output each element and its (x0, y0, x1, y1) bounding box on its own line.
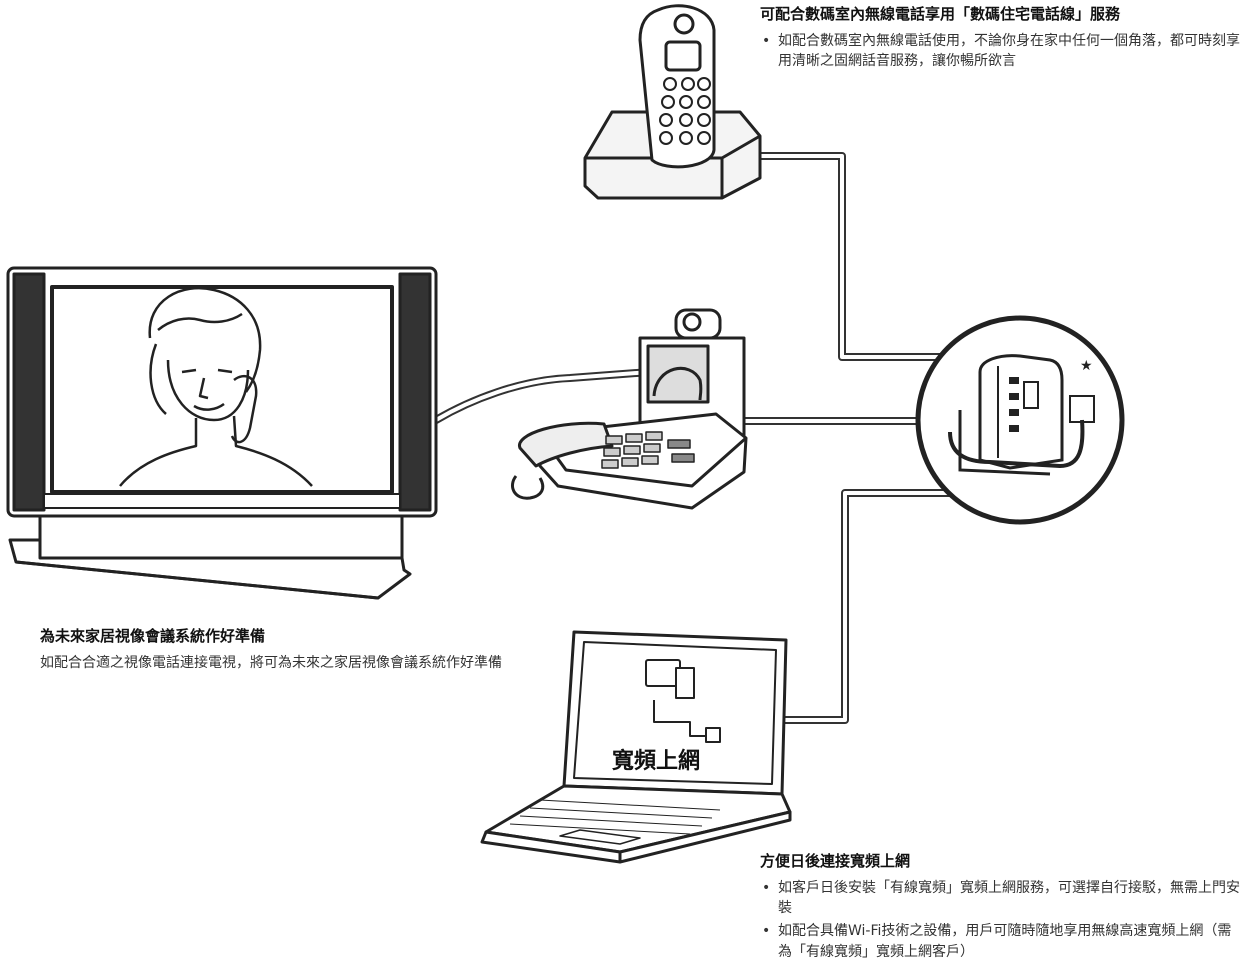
list-item: 如客戶日後安裝「有線寬頻」寬頻上網服務，可選擇自行接駁，無需上門安裝 (760, 878, 1240, 919)
cordless-phone-caption-title: 可配合數碼室內無線電話享用「數碼住宅電話線」服務 (760, 5, 1121, 23)
laptop-caption-list: 如客戶日後安裝「有線寬頻」寬頻上網服務，可選擇自行接駁，無需上門安裝 如配合具備… (760, 878, 1240, 962)
laptop-screen-label: 寬頻上網 (612, 748, 700, 774)
tv-caption-title: 為未來家居視像會議系統作好準備 (40, 627, 266, 645)
modem-inset: ★ (915, 315, 1125, 525)
list-item: 如配合數碼室內無線電話使用，不論你身在家中任何一個角落，都可時刻享用清晰之固網話… (760, 31, 1240, 72)
laptop-screen-network-icon (645, 659, 721, 743)
cordless-phone-caption-list: 如配合數碼室內無線電話使用，不論你身在家中任何一個角落，都可時刻享用清晰之固網話… (760, 31, 1240, 72)
tv-caption: 為未來家居視像會議系統作好準備 如配合合適之視像電話連接電視，將可為未來之家居視… (40, 626, 530, 673)
cordless-phone-illustration (583, 4, 762, 200)
laptop-illustration: 寬頻上網 (480, 630, 792, 864)
cordless-phone-caption: 可配合數碼室內無線電話享用「數碼住宅電話線」服務 如配合數碼室內無線電話使用，不… (760, 4, 1240, 74)
connection-cables (432, 152, 954, 724)
tv-caption-body: 如配合合適之視像電話連接電視，將可為未來之家居視像會議系統作好準備 (40, 654, 502, 671)
laptop-caption: 方便日後連接寬頻上網 如客戶日後安裝「有線寬頻」寬頻上網服務，可選擇自行接駁，無… (760, 851, 1240, 965)
person-on-screen (119, 286, 313, 487)
video-phone-illustration (511, 308, 748, 510)
tv-illustration (6, 266, 438, 600)
list-item: 如配合具備Wi-Fi技術之設備，用戶可隨時隨地享用無線高速寬頻上網（需為「有線寬… (760, 921, 1240, 962)
modem-marker: ★ (1080, 358, 1093, 374)
laptop-caption-title: 方便日後連接寬頻上網 (760, 852, 911, 870)
